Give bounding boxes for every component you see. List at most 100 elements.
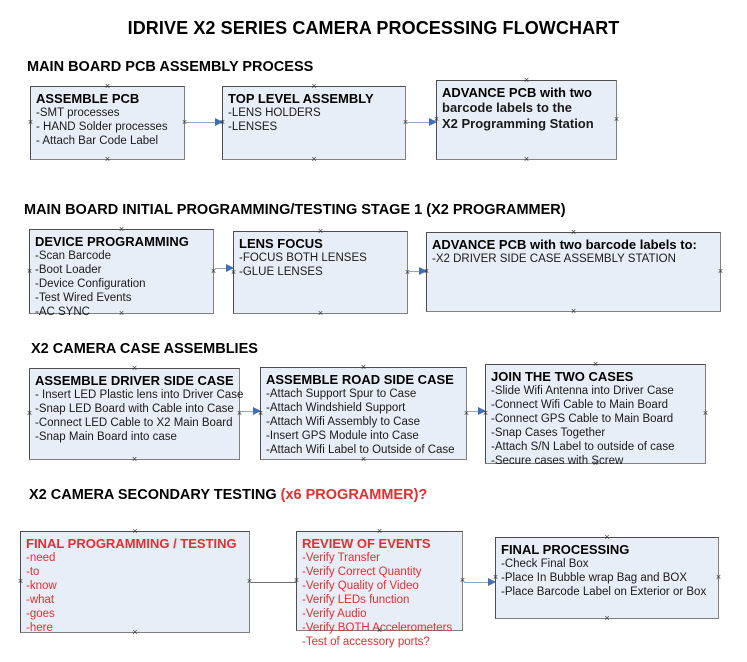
node-assemble-pcb[interactable]: ASSEMBLE PCB -SMT processes - HAND Solde… [30,86,185,160]
node-device-programming[interactable]: DEVICE PROGRAMMING -Scan Barcode -Boot L… [26,226,214,318]
node-line: -Snap Cases Together [491,427,606,439]
arrowhead-icon [478,407,486,415]
node-line: -here [26,622,53,634]
connector-handle-right [702,410,709,417]
connector-handle-bottom [604,615,611,622]
node-line: -Attach Wifi Assembly to Case [266,416,421,428]
node-line: -Test Wired Events [35,292,132,304]
node-line: -Attach S/N Label to outside of case [491,441,675,453]
node-line: -Verify LEDs function [302,594,410,606]
node-line: -LENSES [228,121,278,133]
node-title: FINAL PROGRAMMING / TESTING [26,536,237,551]
connector-handle-right [613,116,620,123]
node-line: -Attach Wifi Label to Outside of Case [266,444,455,456]
node-line: -know [26,580,57,592]
node-line: -need [26,552,56,564]
node-advance-pcb-programming-station[interactable]: ADVANCE PCB with two barcode labels to t… [436,80,617,160]
node-line: -Snap Main Board into case [35,431,177,443]
node-final-programming-testing[interactable]: FINAL PROGRAMMING / TESTING -need -to -k… [17,528,250,634]
section-heading-accent: (x6 PROGRAMMER)? [280,487,428,503]
node-line: -Connect LED Cable to X2 Main Board [35,417,233,429]
connector-driver-case-to-road-case [241,407,261,415]
section-heading-main-board-pcb-assembly-process: MAIN BOARD PCB ASSEMBLY PROCESS [27,59,314,75]
node-title: TOP LEVEL ASSEMBLY [228,91,374,106]
arrowhead-icon [429,118,437,126]
node-line: -Secure cases with Screw [491,455,624,467]
connector-final-programming-to-review-of-events [251,582,296,583]
node-line: -AC SYNC [35,306,90,318]
node-line: -SMT processes [36,107,120,119]
node-title: REVIEW OF EVENTS [302,536,431,551]
node-line: -what [26,594,55,606]
node-line: -Verify Quality of Video [302,580,419,592]
node-lens-focus[interactable]: LENS FOCUS -FOCUS BOTH LENSES -GLUE LENS… [233,231,408,314]
node-line: -Slide Wifi Antenna into Driver Case [491,385,674,397]
node-line: -Verify Audio [302,608,367,620]
connector-top-level-to-advance-pcb [407,118,437,126]
connector-handle-top [523,77,530,84]
connector-handle-top [131,365,138,372]
arrowhead-icon [215,118,223,126]
section-heading-x2-camera-secondary-testing: X2 CAMERA SECONDARY TESTING (x6 PROGRAMM… [29,487,427,503]
node-line: -LENS HOLDERS [228,107,321,119]
node-assemble-road-side-case[interactable]: ASSEMBLE ROAD SIDE CASE -Attach Support … [260,367,467,460]
node-final-processing[interactable]: FINAL PROCESSING -Check Final Box -Place… [495,537,719,619]
connector-review-of-events-to-final-processing [464,578,496,586]
section-heading-main-board-initial-programming: MAIN BOARD INITIAL PROGRAMMING/TESTING S… [24,202,566,218]
arrowhead-icon [226,264,234,272]
node-title: LENS FOCUS [239,236,323,251]
connector-handle-left [26,410,33,417]
arrowhead-icon [488,578,496,586]
node-line: -goes [26,608,55,620]
connector-handle-top [376,528,383,535]
connector-handle-bottom [360,456,367,463]
node-line: -Snap LED Board with Cable into Case [35,403,234,415]
connector-handle-top [570,229,577,236]
node-line: -GLUE LENSES [239,266,323,278]
node-advance-pcb-driver-side-case[interactable]: ADVANCE PCB with two barcode labels to: … [426,232,721,312]
node-line: -Verify BOTH Accelerometers [302,622,453,634]
connector-handle-right [404,269,411,276]
node-line: -Connect GPS Cable to Main Board [491,413,674,425]
node-line: -Place In Bubble wrap Bag and BOX [501,572,688,584]
connector-handle-top [132,528,139,535]
section-heading-x2-camera-case-assemblies: X2 CAMERA CASE ASSEMBLIES [31,341,258,357]
connector-handle-left [26,268,33,275]
node-title: ASSEMBLE PCB [36,91,140,106]
connector-handle-bottom [311,156,318,163]
node-line: -to [26,566,40,578]
node-line: -Attach Windshield Support [266,402,406,414]
node-top-level-assembly[interactable]: TOP LEVEL ASSEMBLY -LENS HOLDERS -LENSES [222,86,406,160]
connector-handle-right [717,268,724,275]
node-line: -Verify Transfer [302,552,380,564]
connector-device-programming-to-lens-focus [215,264,234,272]
node-line: - HAND Solder processes [36,121,168,133]
node-title: DEVICE PROGRAMMING [35,234,189,249]
connector-handle-left [17,578,24,585]
connector-handle-bottom [570,308,577,315]
node-title: ASSEMBLE ROAD SIDE CASE [266,372,454,387]
node-assemble-driver-side-case[interactable]: ASSEMBLE DRIVER SIDE CASE - Insert LED P… [26,365,243,463]
connector-handle-top [360,364,367,371]
node-line: -Scan Barcode [35,250,112,262]
node-title: ADVANCE PCB with two [442,85,592,100]
connector-handle-bottom [317,310,324,317]
node-line: X2 Programming Station [442,116,594,131]
node-review-of-events[interactable]: REVIEW OF EVENTS -Verify Transfer -Verif… [296,528,463,648]
connector-handle-top [118,226,125,233]
page-title: IDRIVE X2 SERIES CAMERA PROCESSING FLOWC… [127,18,620,38]
connector-handle-top [592,361,599,368]
node-line: barcode labels to the [442,100,573,115]
node-join-the-two-cases[interactable]: JOIN THE TWO CASES -Slide Wifi Antenna i… [485,361,709,467]
node-line: -Device Configuration [35,278,146,290]
connector-lens-focus-to-advance-pcb [409,267,427,275]
connector-handle-top [604,534,611,541]
connector-handle-bottom [131,456,138,463]
node-line: -X2 DRIVER SIDE CASE ASSEMBLY STATION [432,253,676,265]
node-line: - Attach Bar Code Label [36,135,159,147]
node-line: -Verify Correct Quantity [302,566,422,578]
arrowhead-icon [419,267,427,275]
node-line: -Connect Wifi Cable to Main Board [491,399,669,411]
node-line: -Place Barcode Label on Exterior or Box [501,586,707,598]
